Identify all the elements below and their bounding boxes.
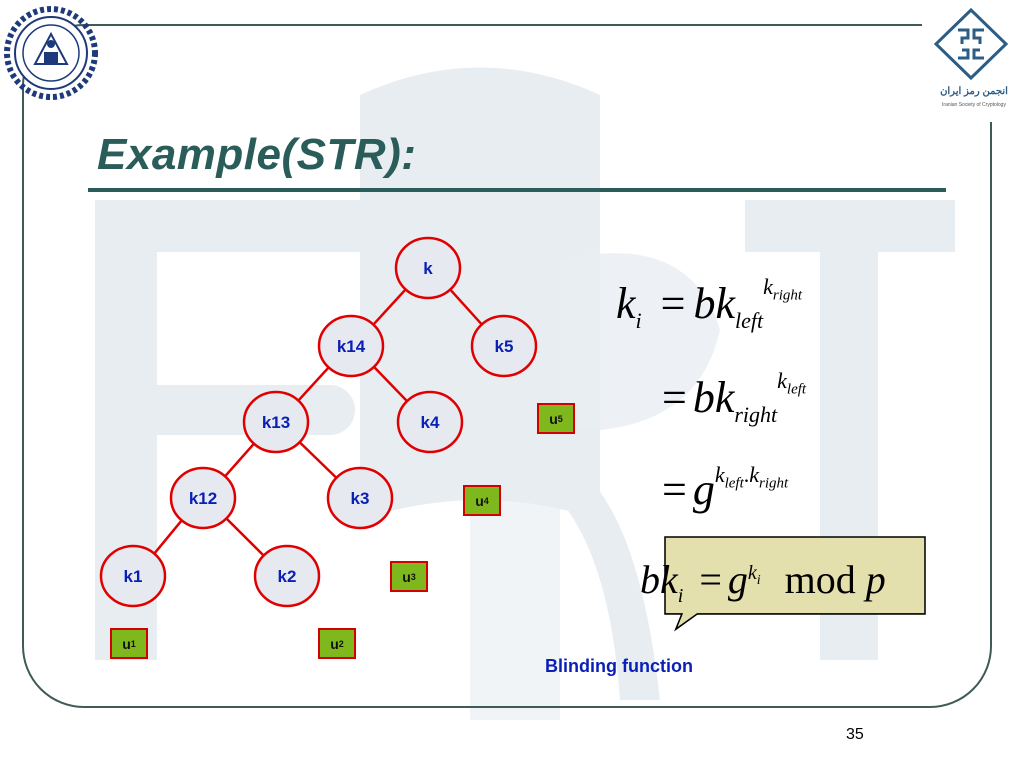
user-index: 1 [130, 638, 136, 649]
tree-node-k4: k4 [396, 390, 464, 454]
tree-node-label: k14 [337, 337, 366, 356]
user-index: 2 [338, 638, 344, 649]
tree-node-k12: k12 [169, 466, 237, 530]
eq3-exp-dot: . [743, 462, 750, 488]
eq3-exp-a-sub: left [724, 475, 744, 492]
user-label: u [549, 410, 558, 427]
eq3-exp-b-sub: right [759, 475, 789, 492]
tree-node-label: k4 [421, 413, 440, 432]
edge-k13-k3 [297, 440, 339, 480]
tree-node-k3: k3 [326, 466, 394, 530]
eq1-exp: k [763, 274, 773, 300]
user-index: 4 [483, 495, 489, 506]
tree-node-circle [169, 466, 237, 530]
boxed-mod: mod [784, 557, 856, 602]
page-number: 35 [846, 726, 864, 743]
user-label: u [402, 568, 411, 585]
blinding-function-callout [664, 536, 926, 632]
eq1-base: bk [693, 279, 736, 328]
tree-node-circle [242, 390, 310, 454]
user-label: u [475, 492, 484, 509]
tree-node-k1: k1 [99, 544, 167, 608]
tree-nodes: k k14 k5 k13 k4 k12 k3 k1 k2 [99, 236, 538, 608]
eq3-exp-a: k [714, 462, 725, 488]
boxed-lhs-sub: i [677, 585, 684, 607]
eq2-exp: k [777, 368, 787, 394]
tree-node-label: k12 [189, 489, 217, 508]
tree-node-k14: k14 [317, 314, 385, 378]
tree-node-label: k2 [278, 567, 297, 586]
eq1-lhs: k [616, 279, 636, 328]
edge-k13-k12 [223, 441, 256, 479]
boxed-p: p [865, 557, 886, 602]
eq3-base: g [692, 465, 715, 514]
edge-k14-k13 [296, 365, 331, 403]
tree-node-circle [99, 544, 167, 608]
user-label: u [330, 635, 339, 652]
edge-k-k5 [448, 287, 484, 327]
eq1-base-sub: left [735, 307, 764, 333]
tree-edges [152, 287, 484, 558]
blinding-function-label: Blinding function [545, 656, 693, 676]
equation-line-1: ki =bkleftkright [616, 274, 803, 334]
tree-node-circle [326, 466, 394, 530]
boxed-equals: = [699, 557, 722, 602]
equation-line-3: =gkleft.kright [662, 462, 789, 515]
tree-node-circle [253, 544, 321, 608]
cryptology-society-logo: انجمن رمز ایران Iranian Society of Crypt… [922, 4, 1020, 122]
eq1-lhs-sub: i [635, 307, 642, 333]
edge-k12-k2 [224, 516, 266, 558]
user-index: 5 [557, 413, 563, 424]
eq1-exp-sub: right [772, 287, 803, 304]
society-name-en: Iranian Society of Cryptology [942, 102, 1006, 108]
tree-node-k5: k5 [470, 314, 538, 378]
eq2-base: bk [692, 373, 735, 422]
cryptology-emblem-icon [933, 7, 1009, 81]
university-seal-logo [4, 6, 98, 100]
edge-k14-k4 [372, 364, 409, 404]
eq3-equals: = [662, 465, 687, 514]
edge-k12-k1 [152, 518, 184, 556]
tree-node-label: k5 [495, 337, 514, 356]
user-index: 3 [410, 571, 416, 582]
tree-node-k2: k2 [253, 544, 321, 608]
eq1-equals: = [660, 279, 686, 328]
tree-node-circle [396, 390, 464, 454]
title-underline [88, 188, 946, 192]
tree-node-label: k13 [262, 413, 290, 432]
eq2-base-sub: right [734, 401, 778, 427]
boxed-exp-sub: i [756, 572, 761, 588]
equation-line-2: =bkright kleft [662, 368, 807, 428]
eq2-exp-sub: left [786, 381, 807, 398]
eq2-equals: = [662, 373, 687, 422]
boxed-exp: k [747, 561, 757, 584]
tree-node-circle [470, 314, 538, 378]
society-name-fa: انجمن رمز ایران [940, 86, 1008, 97]
boxed-lhs: bk [640, 557, 678, 602]
tree-node-k13: k13 [242, 390, 310, 454]
tree-node-k: k [394, 236, 462, 300]
tree-node-label: k1 [124, 567, 143, 586]
tree-node-circle [317, 314, 385, 378]
boxed-base: g [727, 557, 748, 602]
tree-node-circle [394, 236, 462, 300]
eq3-exp-b: k [749, 462, 760, 488]
tree-node-label: k [423, 259, 433, 278]
user-label: u [122, 635, 131, 652]
edge-k-k14 [371, 287, 408, 327]
slide-frame [22, 24, 992, 708]
tree-node-label: k3 [351, 489, 370, 508]
slide-title: Example(STR): [97, 130, 417, 179]
boxed-equation: bki =gki mod p [640, 556, 886, 608]
